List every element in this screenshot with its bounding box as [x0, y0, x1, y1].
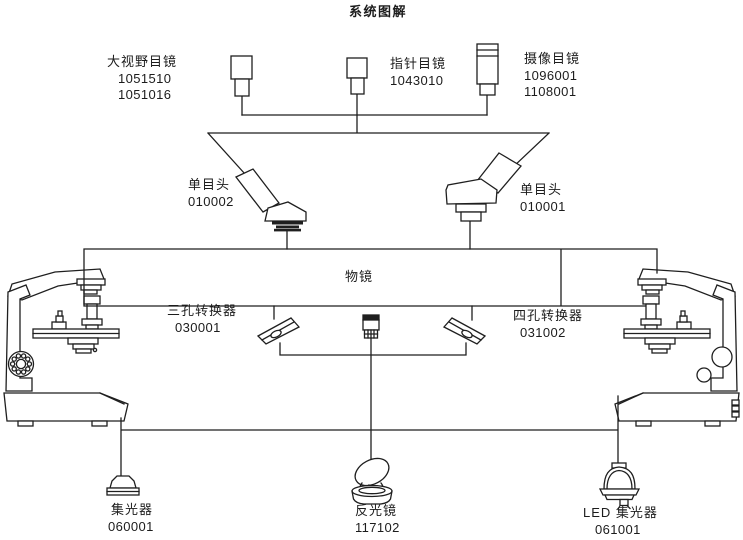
- part-code: 1108001: [524, 84, 577, 99]
- part-code: 1051016: [118, 87, 172, 102]
- part-code: 1096001: [524, 67, 578, 83]
- pointer-eyepiece-icon: [346, 57, 368, 116]
- led-condenser-icon: [598, 462, 641, 510]
- pointer-eyepiece-label: 指针目镜 1043010: [390, 56, 446, 89]
- part-code: 1043010: [390, 72, 444, 88]
- diagram-title: 系统图解: [349, 4, 408, 19]
- part-code: 060001: [108, 518, 154, 534]
- part-name: 三孔转换器: [167, 303, 238, 318]
- part-name: 四孔转换器: [513, 308, 584, 323]
- part-name: 大视野目镜: [107, 54, 178, 69]
- coarse-focus-knob-icon: [7, 350, 35, 378]
- monocular-head-left-label: 单目头 010002: [188, 177, 234, 210]
- microscope-left-illustration: [3, 268, 129, 427]
- microscope-right-illustration: [614, 268, 740, 427]
- part-code: 061001: [595, 521, 641, 537]
- camera-eyepiece-label: 摄像目镜 1096001 1108001: [524, 51, 580, 101]
- three-hole-converter-icon: [256, 317, 301, 345]
- mirror-label: 反光镜 117102: [355, 503, 400, 536]
- led-condenser-label: LED 集光器 061001: [583, 505, 658, 538]
- part-name: 单目头: [520, 182, 563, 197]
- widefield-eyepiece-icon: [230, 55, 253, 116]
- monocular-head-right-label: 单目头 010001: [520, 182, 566, 215]
- four-hole-converter-icon: [442, 317, 487, 345]
- widefield-eyepiece-label: 大视野目镜 1051510 1051016: [107, 54, 177, 104]
- part-name: 摄像目镜: [524, 51, 581, 66]
- part-code: 010002: [188, 193, 234, 209]
- part-name: 集光器: [111, 502, 154, 517]
- three-hole-converter-label: 三孔转换器 030001: [167, 303, 237, 336]
- part-code: 117102: [355, 519, 400, 535]
- part-name: 反光镜: [355, 503, 398, 518]
- condenser-icon: [106, 475, 140, 496]
- part-name: LED 集光器: [583, 505, 658, 520]
- monocular-head-right-icon: [445, 152, 522, 222]
- mirror-icon: [351, 457, 393, 505]
- fine-focus-knob-icon: [696, 367, 712, 383]
- condenser-label: 集光器 060001: [108, 502, 154, 535]
- part-code: 031002: [520, 324, 566, 340]
- camera-eyepiece-icon: [476, 43, 499, 116]
- objective-lens-icon: [362, 314, 380, 339]
- objective-label: 物镜: [345, 269, 374, 284]
- part-code: 1051510: [118, 70, 172, 86]
- part-code: 010001: [520, 198, 566, 214]
- monocular-head-left-icon: [234, 168, 307, 232]
- part-code: 030001: [175, 319, 221, 335]
- part-name: 单目头: [188, 177, 231, 192]
- focus-knob-icon: [711, 346, 733, 368]
- connector-lines: [83, 114, 658, 478]
- part-name: 指针目镜: [390, 56, 447, 71]
- four-hole-converter-label: 四孔转换器 031002: [513, 308, 583, 341]
